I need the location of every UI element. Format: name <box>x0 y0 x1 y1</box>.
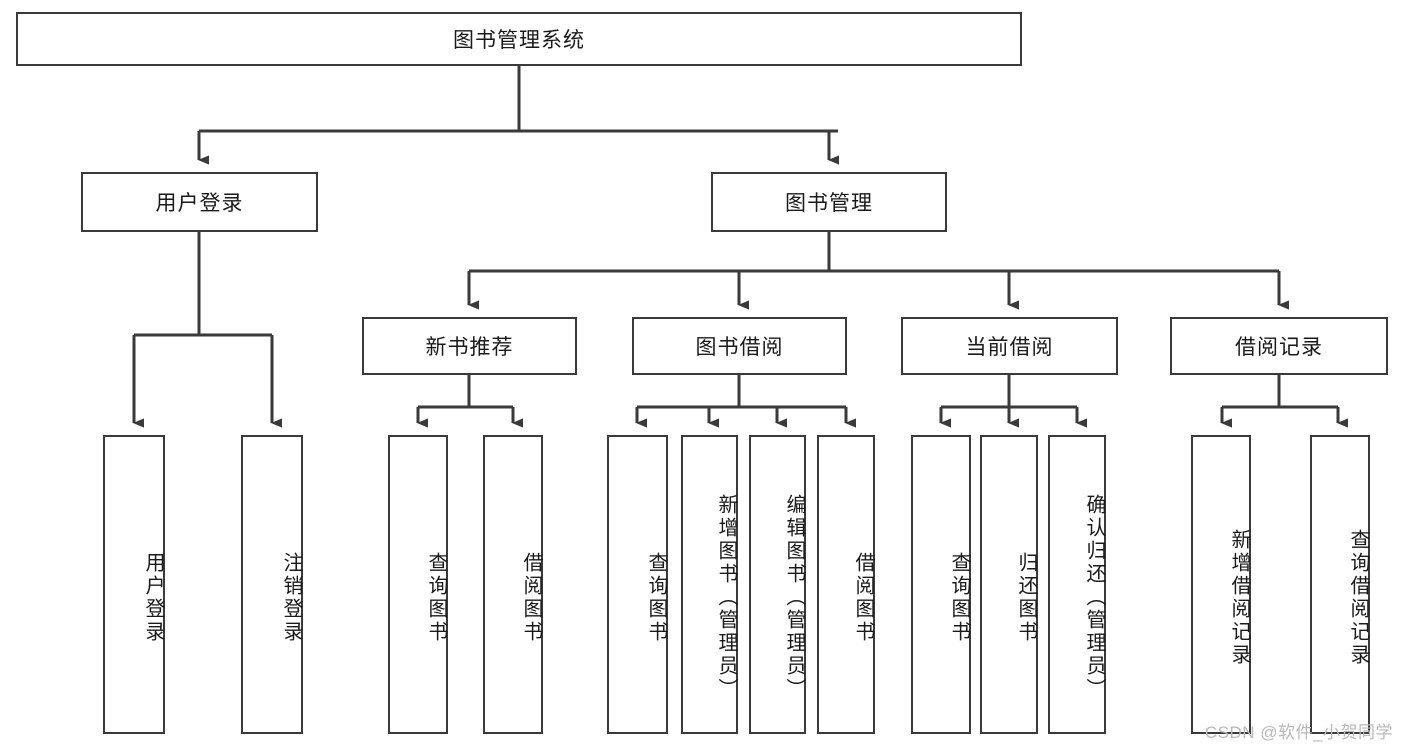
node-label: 确认归还（管理员） <box>1083 494 1105 701</box>
node-label: 新书推荐 <box>425 336 514 359</box>
leaf-borrow-book[interactable]: 借阅图书 <box>817 435 875 734</box>
leaf-user-login[interactable]: 用户登录 <box>103 435 165 734</box>
leaf-edit-book-admin[interactable]: 编辑图书（管理员） <box>749 435 806 734</box>
leaf-query-book-borrow[interactable]: 查询图书 <box>607 435 668 734</box>
leaf-logout[interactable]: 注销登录 <box>241 435 303 734</box>
node-label: 图书借阅 <box>695 336 784 359</box>
node-label: 编辑图书（管理员） <box>783 494 805 701</box>
csdn-watermark: CSDN @软件_小贺同学 <box>1204 723 1393 742</box>
node-label: 当前借阅 <box>965 336 1054 359</box>
node-label: 借阅图书 <box>852 551 874 644</box>
node-root-book-management-system[interactable]: 图书管理系统 <box>16 12 1022 66</box>
leaf-query-book-recommend[interactable]: 查询图书 <box>388 435 448 734</box>
node-borrow-record[interactable]: 借阅记录 <box>1170 317 1388 375</box>
node-label: 借阅图书 <box>520 551 542 644</box>
node-label: 查询图书 <box>645 551 667 644</box>
node-label: 查询图书 <box>948 551 970 644</box>
node-label: 图书管理系统 <box>453 29 585 52</box>
node-label: 新增借阅记录 <box>1228 528 1250 667</box>
leaf-confirm-return-admin[interactable]: 确认归还（管理员） <box>1048 435 1106 734</box>
node-label: 用户登录 <box>155 192 244 215</box>
node-new-book-recommendation[interactable]: 新书推荐 <box>362 317 577 375</box>
node-user-login[interactable]: 用户登录 <box>81 172 318 232</box>
node-label: 新增图书（管理员） <box>715 494 737 701</box>
leaf-borrow-book-recommend[interactable]: 借阅图书 <box>483 435 543 734</box>
node-label: 注销登录 <box>280 551 302 644</box>
leaf-query-borrow-record[interactable]: 查询借阅记录 <box>1310 435 1370 734</box>
node-label: 归还图书 <box>1015 551 1037 644</box>
node-label: 查询借阅记录 <box>1347 528 1369 667</box>
node-book-management[interactable]: 图书管理 <box>711 172 947 232</box>
node-label: 借阅记录 <box>1235 336 1323 359</box>
node-label: 图书管理 <box>785 192 873 215</box>
node-label: 用户登录 <box>142 551 164 644</box>
node-book-borrow[interactable]: 图书借阅 <box>632 317 847 375</box>
leaf-query-book-current[interactable]: 查询图书 <box>911 435 971 734</box>
leaf-add-book-admin[interactable]: 新增图书（管理员） <box>681 435 738 734</box>
leaf-add-borrow-record[interactable]: 新增借阅记录 <box>1191 435 1251 734</box>
node-current-borrow[interactable]: 当前借阅 <box>901 317 1118 375</box>
node-label: 查询图书 <box>425 551 447 644</box>
leaf-return-book[interactable]: 归还图书 <box>980 435 1038 734</box>
